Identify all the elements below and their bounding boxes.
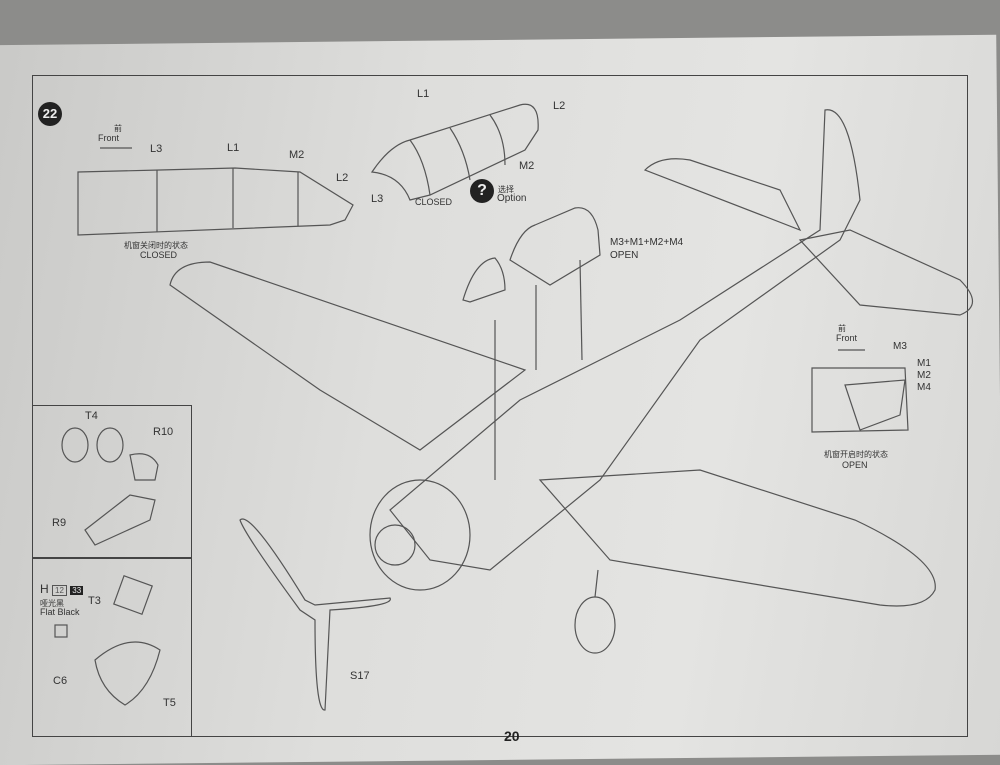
part-label: R10 [153,426,174,438]
canopy-open-label: M3+M1+M2+M4 [610,237,684,248]
closed-canopy-side [77,167,354,236]
paint-code-2: 33 [70,586,84,595]
canopy-open-caption: OPEN [610,250,639,261]
part-label: T5 [163,697,176,709]
part-label: L3 [150,143,163,155]
open-canopy [509,207,601,286]
part-label: T4 [85,410,98,422]
open-detail-box [812,362,934,437]
landing-gear [574,596,616,654]
engine-cowling [369,479,471,591]
propeller-label: S17 [350,670,370,682]
canopy-closed-caption: CLOSED [415,197,453,207]
fuselage [389,109,861,571]
front-label-cn: 前 [838,324,846,333]
panel-inset [32,557,192,737]
front-label-cn: 前 [114,124,122,133]
closed-caption-cn: 机窗关闭时的状态 [124,241,188,250]
paint-code-1: 12 [52,585,67,596]
left-wing [169,261,527,451]
lens-2 [96,427,124,463]
part-label: L2 [336,172,349,184]
front-label: Front [836,333,858,343]
part-label: L1 [417,88,430,100]
option-label: Option [497,193,527,204]
gunsight-body [84,494,156,546]
part-label: M4 [917,382,931,393]
closed-caption: CLOSED [140,250,178,260]
armour-panel [94,641,161,706]
option-label-cn: 选择 [498,185,514,194]
question-icon: ? [470,179,494,203]
tailplane-left [643,158,802,232]
paint-letter: H [40,582,49,596]
part-label: L2 [553,100,566,112]
open-caption-cn: 机窗开启时的状态 [824,450,888,459]
propeller [239,518,391,711]
part-label: M2 [917,370,931,381]
page-number: 20 [504,728,520,744]
paint-name-cn: 哑光黑 [40,599,64,608]
reflector-glass [113,575,153,615]
paint-cube [54,624,68,638]
part-label: C6 [53,675,68,687]
part-label: R9 [52,517,67,529]
front-label: Front [98,133,120,143]
open-caption: OPEN [842,460,868,470]
windscreen [462,257,506,303]
paint-name: Flat Black [40,607,80,617]
tailplane-right [798,229,974,316]
gunsight-inset [32,405,192,559]
part-label: M2 [519,160,535,172]
open-canopy-side [811,367,909,433]
part-label: M3 [893,341,907,352]
part-label: M2 [289,149,305,161]
part-label: L3 [371,193,384,205]
step-number: 22 [38,102,62,126]
closed-canopy [370,103,539,201]
part-label: M1 [917,358,931,369]
part-label: L1 [227,142,240,154]
paint-callout: H 12 33 [40,582,84,596]
part-label: T3 [88,595,101,607]
right-wing [538,469,936,607]
lens-1 [61,427,89,463]
